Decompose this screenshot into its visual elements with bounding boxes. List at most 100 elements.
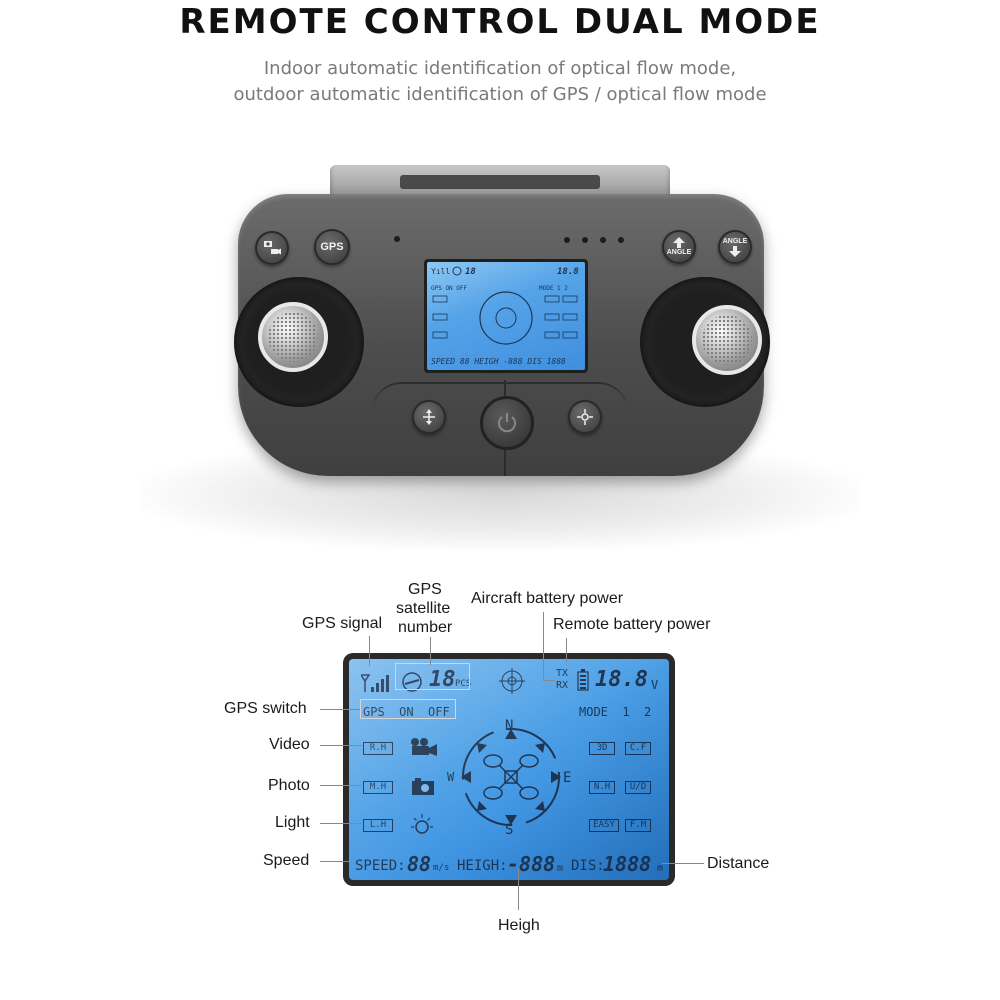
ud-box: U/D bbox=[625, 781, 651, 794]
easy-box: EASY bbox=[589, 819, 619, 832]
light-bulb-icon bbox=[411, 814, 433, 834]
power-button[interactable] bbox=[480, 396, 534, 450]
3d-box: 3D bbox=[589, 742, 615, 755]
callout-gps-sat-2: satellite bbox=[396, 600, 451, 617]
speed-label: SPEED: bbox=[355, 858, 406, 874]
headless-mode-button[interactable] bbox=[568, 400, 602, 434]
page-title: REMOTE CONTROL DUAL MODE bbox=[179, 2, 821, 42]
left-joystick[interactable] bbox=[258, 302, 328, 372]
lh-box: L.H bbox=[363, 819, 393, 832]
aircraft-battery-leader bbox=[543, 612, 544, 680]
gps-signal-icon bbox=[361, 674, 389, 692]
video-camera-icon bbox=[411, 738, 437, 756]
right-joystick[interactable] bbox=[692, 305, 762, 375]
arrow-up-icon bbox=[673, 237, 685, 248]
callout-light: Light bbox=[275, 814, 310, 831]
camera-video-icon bbox=[264, 241, 281, 255]
controller-lcd-screen: Yıll 18 18.8 GPS ON OFF MODE 1 2 SPEED 8… bbox=[427, 262, 585, 370]
rh-box: R.H bbox=[363, 742, 393, 755]
height-value: -888 bbox=[507, 852, 556, 876]
satellite-count: 18 bbox=[429, 667, 456, 692]
svg-text:Yıll: Yıll bbox=[431, 267, 450, 276]
voltage-value: 18.8 bbox=[595, 667, 648, 692]
svg-text:18.8: 18.8 bbox=[557, 267, 579, 277]
callout-gps-switch: GPS switch bbox=[224, 700, 307, 717]
mh-box: M.H bbox=[363, 781, 393, 794]
remote-battery-leader bbox=[566, 638, 567, 662]
angle-up-button[interactable]: ANGLE bbox=[662, 230, 696, 264]
video-leader bbox=[320, 745, 362, 746]
fm-box: F.M bbox=[625, 819, 651, 832]
lcd-screen: 18 PCS TX RX 18.8 V GPS ON OFF MODE 1 2 … bbox=[349, 659, 669, 880]
height-leader bbox=[518, 868, 519, 910]
callout-remote-battery: Remote battery power bbox=[553, 616, 711, 633]
gps-button[interactable]: GPS bbox=[314, 229, 350, 265]
satellite-leader bbox=[430, 637, 431, 665]
callout-photo: Photo bbox=[268, 777, 310, 794]
aircraft-battery-leader-h bbox=[543, 680, 555, 681]
callout-gps-signal: GPS signal bbox=[302, 615, 383, 632]
antenna-slot bbox=[400, 175, 600, 189]
controller-lcd: Yıll 18 18.8 GPS ON OFF MODE 1 2 SPEED 8… bbox=[424, 259, 588, 373]
height-unit: m bbox=[557, 863, 564, 874]
takeoff-land-button[interactable] bbox=[412, 400, 446, 434]
gps-on-off: GPS ON OFF bbox=[363, 705, 450, 719]
svg-text:18: 18 bbox=[465, 267, 476, 277]
callout-aircraft-battery: Aircraft battery power bbox=[471, 590, 624, 607]
mode-indicator: MODE 1 2 bbox=[579, 705, 652, 719]
arrow-down-icon bbox=[729, 246, 741, 257]
satellite-icon bbox=[402, 672, 422, 692]
cf-box: C.F bbox=[625, 742, 651, 755]
satellite-unit: PCS bbox=[455, 679, 472, 689]
camera-video-button[interactable] bbox=[255, 231, 289, 265]
indicator-dot bbox=[582, 237, 588, 243]
battery-icon bbox=[577, 669, 589, 691]
distance-leader bbox=[662, 863, 704, 864]
svg-text:MODE 1 2: MODE 1 2 bbox=[539, 285, 568, 292]
tx-label: TX bbox=[556, 668, 569, 679]
light-leader bbox=[320, 823, 362, 824]
gps-signal-leader bbox=[369, 636, 370, 666]
distance-value: 1888 bbox=[603, 852, 652, 876]
callout-distance: Distance bbox=[707, 855, 770, 872]
indicator-dot bbox=[564, 237, 570, 243]
callout-gps-sat-1: GPS bbox=[408, 581, 442, 598]
compass-east: E bbox=[563, 770, 572, 786]
callout-height: Heigh bbox=[498, 917, 540, 934]
distance-label: DIS: bbox=[571, 858, 605, 874]
indicator-dot bbox=[618, 237, 624, 243]
compass-north: N bbox=[505, 718, 514, 734]
indicator-dot bbox=[394, 236, 400, 242]
compass-drone-graphic bbox=[461, 728, 561, 826]
controller-lower-panel bbox=[372, 382, 628, 472]
speed-unit: m/s bbox=[433, 863, 450, 873]
distance-unit: m bbox=[657, 863, 664, 874]
gps-switch-highlight bbox=[360, 699, 456, 719]
nh-box: N.H bbox=[589, 781, 615, 794]
subtitle-line-1: Indoor automatic identification of optic… bbox=[263, 58, 737, 79]
compass-south: S bbox=[505, 822, 514, 838]
subtitle-line-2: outdoor automatic identification of GPS … bbox=[233, 84, 767, 105]
angle-up-label: ANGLE bbox=[666, 249, 692, 256]
headless-mode-icon bbox=[577, 409, 593, 425]
svg-text:GPS ON OFF: GPS ON OFF bbox=[431, 285, 468, 292]
lcd-display: 18 PCS TX RX 18.8 V GPS ON OFF MODE 1 2 … bbox=[343, 653, 675, 886]
angle-down-button[interactable]: ANGLE bbox=[718, 230, 752, 264]
satellite-highlight bbox=[395, 663, 470, 690]
angle-down-label: ANGLE bbox=[722, 238, 748, 245]
power-icon bbox=[498, 413, 516, 433]
indicator-dot bbox=[600, 237, 606, 243]
speed-value: 88 bbox=[407, 852, 432, 876]
gps-switch-leader bbox=[320, 709, 360, 710]
speed-leader bbox=[320, 861, 352, 862]
calibration-icon bbox=[499, 668, 525, 694]
photo-leader bbox=[320, 785, 362, 786]
svg-text:SPEED 88 HEIGH -888 DIS 1888: SPEED 88 HEIGH -888 DIS 1888 bbox=[431, 357, 566, 366]
voltage-unit: V bbox=[651, 678, 659, 692]
takeoff-land-icon bbox=[423, 409, 435, 425]
callout-gps-sat-3: number bbox=[398, 619, 453, 636]
compass-west: W bbox=[447, 770, 455, 784]
rx-label: RX bbox=[556, 680, 569, 691]
callout-speed: Speed bbox=[263, 852, 310, 869]
controller-lcd-graphic: Yıll 18 18.8 GPS ON OFF MODE 1 2 SPEED 8… bbox=[431, 266, 579, 366]
